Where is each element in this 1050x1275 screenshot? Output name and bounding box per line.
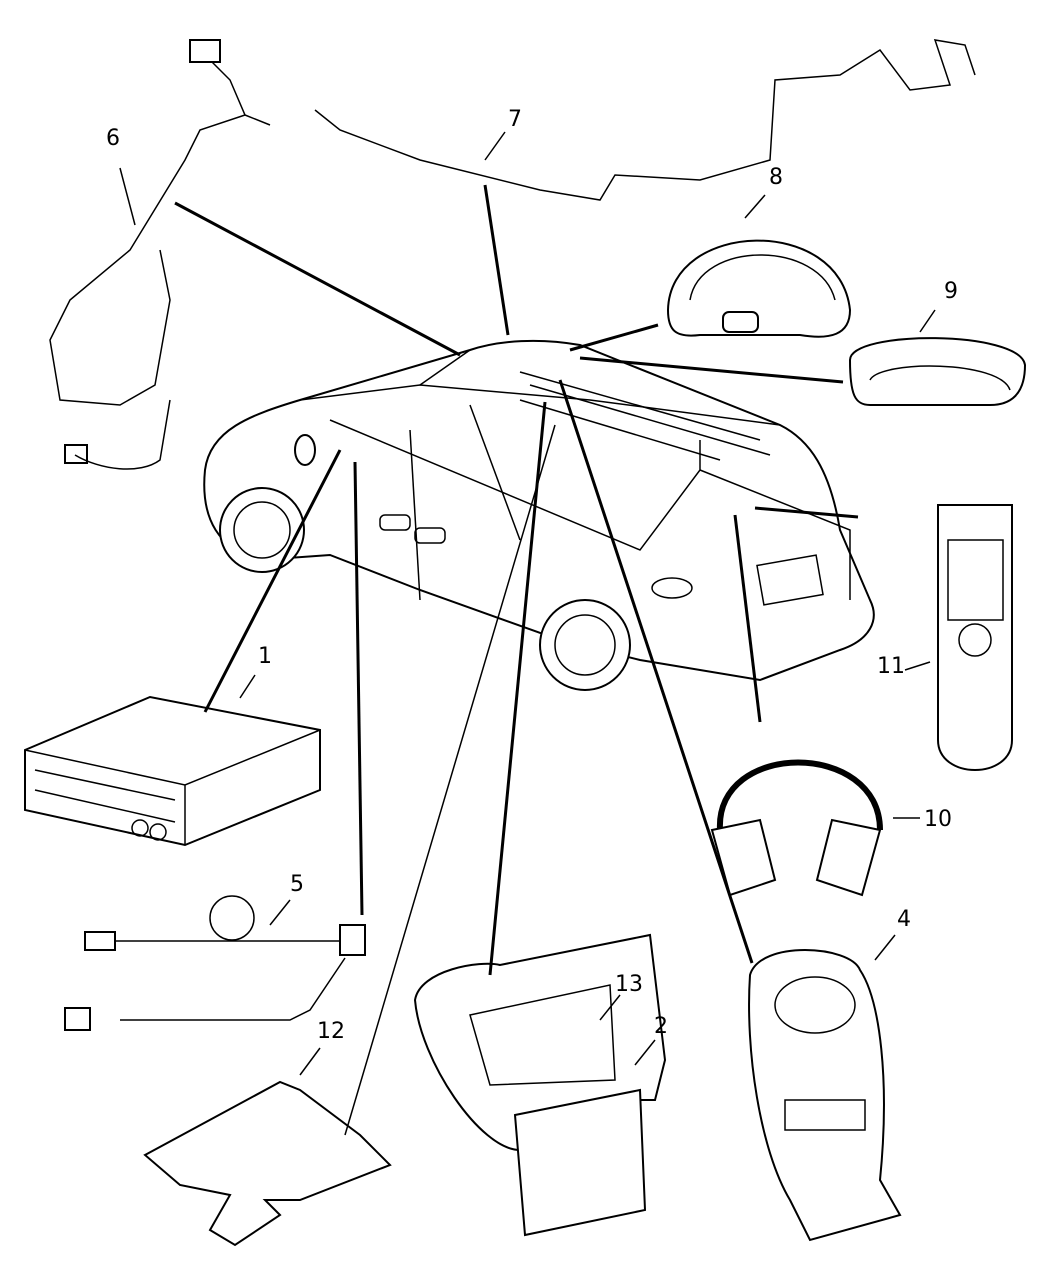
- leader-5: [353, 461, 364, 916]
- tick-9: [919, 309, 936, 333]
- leader-10: [733, 514, 762, 723]
- leader-lines: [119, 131, 936, 1136]
- callout-4: 4: [897, 907, 911, 932]
- leader-11: [754, 506, 859, 519]
- tick-12: [299, 1047, 321, 1076]
- connector-6a: [189, 39, 221, 63]
- mounting-bracket: [143, 1080, 392, 1247]
- leader-8: [569, 323, 659, 352]
- overhead-console-bezel: [666, 239, 852, 338]
- remote-control: [937, 504, 1013, 771]
- overhead-console: [413, 933, 667, 1237]
- wiring-harness-7: [314, 39, 976, 201]
- dome-lamp-lens: [848, 337, 1027, 406]
- leader-6: [174, 201, 461, 357]
- tick-8: [744, 194, 766, 219]
- callout-11: 11: [877, 654, 905, 679]
- wiring-harness-6-end: [74, 399, 171, 470]
- callout-8: 8: [769, 165, 783, 190]
- minivan-illustration: [203, 339, 875, 691]
- callout-5: 5: [290, 872, 304, 897]
- leader-2: [488, 401, 547, 976]
- callout-13: 13: [615, 972, 643, 997]
- tick-1: [239, 674, 256, 699]
- tick-11: [904, 661, 931, 671]
- callout-1: 1: [258, 644, 272, 669]
- leader-12: [344, 424, 556, 1136]
- leader-9: [579, 356, 844, 384]
- video-cable: [64, 895, 366, 1031]
- wireless-headphones: [710, 759, 883, 897]
- dvd-player-unit: [24, 695, 321, 847]
- tick-13: [599, 994, 621, 1021]
- leader-1: [203, 449, 342, 713]
- tick-2: [634, 1039, 656, 1066]
- tick-6: [119, 167, 136, 226]
- tick-7: [484, 131, 506, 161]
- callout-numbers: 1 2 4 5 6 7 8 9 10 11 12 13: [106, 107, 958, 1044]
- tick-5: [269, 899, 291, 926]
- callout-12: 12: [317, 1019, 345, 1044]
- seat-back-panel: [748, 949, 902, 1242]
- callout-9: 9: [944, 279, 958, 304]
- callout-6: 6: [106, 126, 120, 151]
- tick-4: [874, 934, 896, 961]
- callout-7: 7: [508, 107, 522, 132]
- leader-4: [558, 379, 754, 964]
- leader-7: [483, 184, 510, 336]
- wiring-harness-6: [49, 54, 271, 406]
- callout-10: 10: [924, 807, 952, 832]
- callout-2: 2: [654, 1014, 668, 1039]
